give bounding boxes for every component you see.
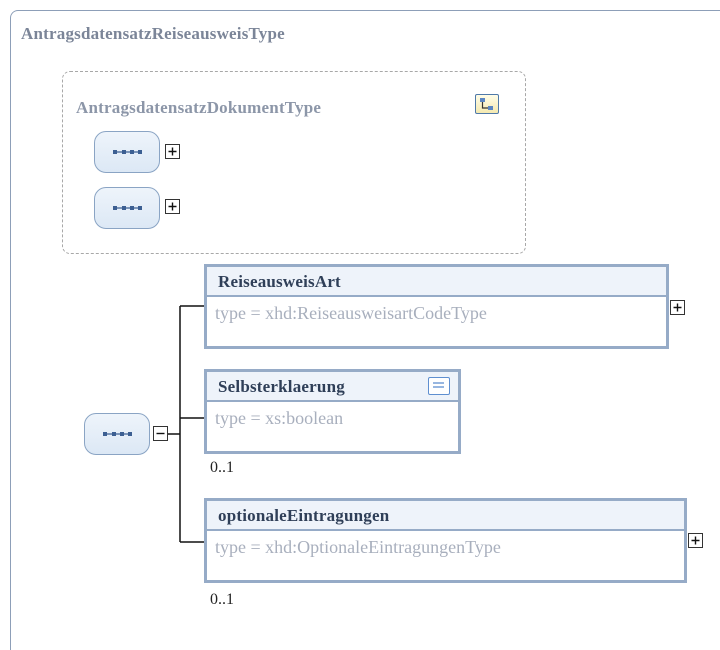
element-box[interactable]: optionaleEintragungen type = xhd:Optiona…: [204, 498, 687, 583]
element-box[interactable]: Selbsterklaerung type = xs:boolean: [204, 369, 461, 454]
occurrence-label: 0..1: [210, 591, 234, 608]
element-name: optionaleEintragungen: [218, 506, 390, 525]
sequence-compositor[interactable]: [84, 413, 150, 455]
extension-box: [62, 71, 526, 254]
extension-title: AntragsdatensatzDokumentType: [76, 98, 322, 117]
expand-button[interactable]: [670, 300, 685, 315]
occurrence-label: 0..1: [210, 459, 234, 476]
element-name: ReiseausweisArt: [218, 272, 341, 291]
element-type: type = xhd:ReiseausweisartCodeType: [215, 303, 487, 323]
element-type: type = xs:boolean: [215, 408, 344, 428]
element-name-header: Selbsterklaerung: [207, 372, 458, 402]
element-type: type = xhd:OptionaleEintragungenType: [215, 537, 501, 557]
element-box[interactable]: ReiseausweisArt type = xhd:Reiseausweisa…: [204, 264, 669, 349]
collapse-button[interactable]: [153, 426, 168, 441]
complex-type-extension-icon[interactable]: [475, 94, 499, 114]
complex-type-container: [10, 10, 720, 650]
sequence-compositor[interactable]: [94, 131, 160, 173]
documentation-icon: [428, 377, 450, 395]
connector-lines: [168, 305, 205, 543]
complex-type-title: AntragsdatensatzReiseausweisType: [21, 24, 285, 43]
element-name: Selbsterklaerung: [218, 377, 345, 396]
expand-button[interactable]: [165, 199, 180, 214]
sequence-compositor[interactable]: [94, 187, 160, 229]
expand-button[interactable]: [688, 533, 703, 548]
element-name-header: ReiseausweisArt: [207, 267, 666, 297]
expand-button[interactable]: [165, 144, 180, 159]
element-name-header: optionaleEintragungen: [207, 501, 684, 531]
